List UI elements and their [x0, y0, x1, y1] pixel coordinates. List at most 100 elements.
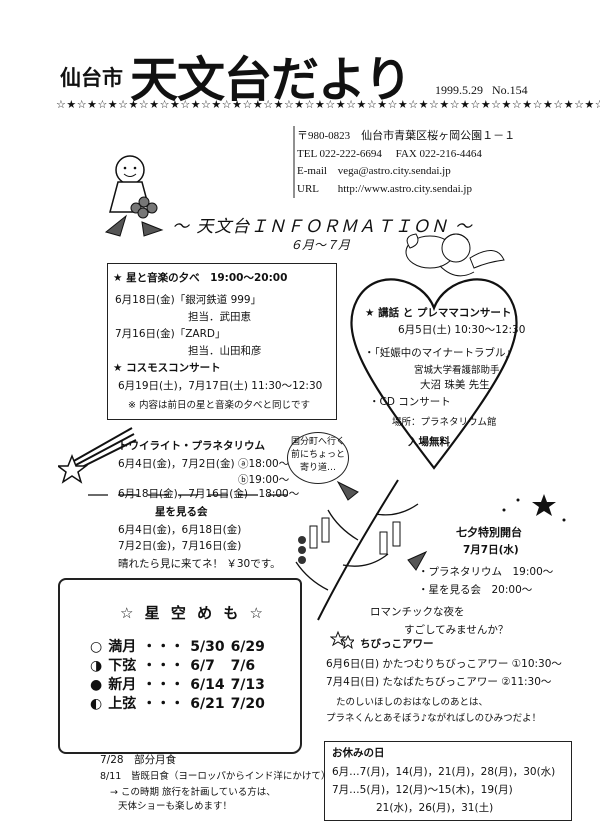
- star-music-box: [107, 263, 337, 420]
- email-address[interactable]: vega@astro.city.sendai.jp: [337, 165, 451, 177]
- moon-dots-cell: ・・・: [142, 677, 185, 693]
- holiday-july2: 21(水)，26(月)，31(土): [376, 802, 494, 814]
- moon-phase-row: ● 新月・・・ 6/14 7/13: [90, 676, 271, 695]
- masthead-title: 天文台だより: [130, 52, 412, 108]
- moon-name-cell: 新月: [108, 677, 137, 693]
- holiday-box: [324, 741, 572, 821]
- cupid-illustration: [405, 233, 505, 277]
- star-music-line1: 6月18日(金)「銀河鉄道 999」: [115, 294, 262, 306]
- moon-d2-cell: 7/20: [230, 696, 265, 712]
- star-doodle-icon: [330, 630, 354, 650]
- heart-item1-org: 宮城大学看護部助手: [414, 365, 500, 376]
- moon-dots-cell: ・・・: [142, 696, 185, 712]
- holiday-june: 6月…7(月)，14(月)，21(月)，28(月)，30(水): [332, 766, 556, 778]
- postal-address: 〒980-0823 仙台市青葉区桜ヶ岡公園１－１: [297, 130, 516, 142]
- heart-item1-lecturer: 大沼 珠美 先生: [420, 379, 490, 391]
- moon-d2-cell: 7/13: [230, 677, 265, 693]
- moon-name-cell: 満月: [108, 639, 137, 655]
- chibikko-heading: ちびっこアワー: [360, 638, 434, 650]
- holiday-july1: 7月…5(月)，12(月)～15(木)，19(月): [332, 784, 513, 796]
- chibikko-line1: 6月6日(日) かたつむりちびっこアワー ①10:30～: [326, 658, 562, 670]
- email-row: E-mail vega@astro.city.sendai.jp: [297, 163, 515, 181]
- moon-phase-row: ○ 満月・・・ 5/30 6/29: [90, 638, 271, 657]
- moon-name-cell: 下弦: [108, 658, 137, 674]
- hoshi-note: 晴れたら見に来てネ！ ￥30です。: [118, 558, 281, 570]
- phone-fax-row: TEL 022-222-6694 FAX 022-216-4464: [297, 146, 515, 164]
- moon-memo-scroll: [58, 578, 302, 754]
- chibikko-line4: プラネくんとあそぼう♪ながればしのひみつだよ！: [326, 713, 542, 724]
- twilight-divider: [88, 494, 288, 496]
- cosmos-note: ※ 内容は前日の星と音楽の夕べと同じです: [128, 400, 310, 411]
- issue-date: 1999.5.29: [435, 83, 483, 97]
- tel-label: TEL: [297, 147, 317, 160]
- contact-block: 〒980-0823 仙台市青葉区桜ヶ岡公園１－１ TEL 022-222-669…: [297, 128, 515, 198]
- heart-date: 6月5日(土) 10:30～12:30: [398, 324, 526, 336]
- moon-phase-row: ◐ 上弦・・・ 6/21 7/20: [90, 695, 271, 714]
- hoshi-dates1: 6月4日(金)，6月18日(金): [118, 524, 242, 536]
- information-months: ６月～７月: [290, 238, 351, 252]
- bubble-text: 国分町へ行く前にちょっと寄り道…: [290, 437, 345, 473]
- heart-heading: ★ 講話 と プレママコンサート: [365, 307, 512, 319]
- tel-number: 022-222-6694: [319, 147, 382, 160]
- masthead-city: 仙台市: [60, 66, 123, 90]
- moon-note-eclipse: 7/28 部分月食: [100, 754, 177, 766]
- tanabata-romance1: ロマンチックな夜を: [370, 606, 465, 618]
- moon-phase-row: ◑ 下弦・・・ 6/7 7/6: [90, 657, 271, 676]
- moon-note-show: 天体ショーも楽しめます！: [118, 801, 233, 812]
- twilight-heading: トワイライト・プラネタリウム: [118, 440, 265, 452]
- moon-dots-cell: ・・・: [142, 658, 185, 674]
- heart-frame: [350, 278, 518, 470]
- moon-d1-cell: 6/7: [190, 658, 215, 674]
- tanabata-date: 7月7日(水): [463, 544, 519, 556]
- tanabata-bamboo-illustration: [295, 479, 428, 621]
- issue-info: 1999.5.29 No.154: [435, 83, 528, 98]
- cosmos-heading: ★ コスモスコンサート: [113, 362, 221, 374]
- moon-dots-cell: ・・・: [142, 639, 185, 655]
- star-music-line2: 7月16日(金)「ZARD」: [115, 328, 226, 340]
- fax-label: FAX: [395, 147, 417, 160]
- tanabata-heading: 七夕特別開台: [456, 526, 522, 539]
- twilight-line1-b: ⓑ19:00～: [238, 474, 290, 486]
- moon-symbol-cell: ●: [90, 677, 103, 693]
- fax-number: 022-216-4464: [419, 147, 482, 160]
- moon-note-travel: → この時期 旅行を計画している方は、: [110, 787, 276, 798]
- tanabata-item2: ・星を見る会 20:00～: [418, 584, 533, 596]
- star-border: ☆★☆★☆★☆★☆★☆★☆★☆★☆★☆★☆★☆★☆★☆★☆★☆★☆★☆★☆★☆★…: [56, 98, 600, 111]
- moon-symbol-cell: ◑: [90, 658, 103, 674]
- website-url[interactable]: http://www.astro.city.sendai.jp: [337, 182, 472, 195]
- tanabata-item1: ・プラネタリウム 19:00～: [418, 566, 554, 578]
- email-label: E-mail: [297, 165, 327, 177]
- tanabata-romance2: すごしてみませんか？: [404, 624, 509, 636]
- moon-name-cell: 上弦: [108, 696, 137, 712]
- moon-symbol-cell: ◐: [90, 696, 103, 712]
- moon-note-solar-eclipse: 8/11 皆既日食（ヨーロッパからインド洋にかけて）: [100, 771, 331, 782]
- chibikko-line3: たのしいほしのおはなしのあとは、: [336, 697, 489, 708]
- twilight-line1: 6月4日(金)，7月2日(金) ⓐ18:00～: [118, 458, 290, 470]
- moon-d2-cell: 7/6: [230, 658, 256, 674]
- shooting-star-illustration: [58, 427, 137, 484]
- teru-teru-doll-illustration: [104, 155, 164, 237]
- information-title: ～ 天文台ＩＮＦＯＲＭＡＴＩＯＮ ～: [172, 217, 473, 237]
- chibikko-line2: 7月4日(日) たなばたちびっこアワー ②11:30～: [326, 676, 552, 688]
- url-row: URL http://www.astro.city.sendai.jp: [297, 181, 515, 199]
- moon-memo-title: ☆ 星 空 め も ☆: [120, 604, 267, 622]
- moon-d1-cell: 6/14: [190, 677, 225, 693]
- cosmos-dates: 6月19日(土)，7月17日(土) 11:30～12:30: [118, 380, 323, 392]
- url-label: URL: [297, 182, 319, 195]
- moon-d1-cell: 5/30: [190, 639, 225, 655]
- kokubuncho-bubble: 国分町へ行く前にちょっと寄り道…: [287, 432, 349, 484]
- moon-d1-cell: 6/21: [190, 696, 225, 712]
- star-music-line1-host: 担当．武田恵: [188, 311, 251, 323]
- hoshi-heading: 星を見る会: [155, 506, 208, 518]
- twilight-line2: 6月18日(金)，7月16日(金) 18:00～: [118, 488, 300, 500]
- moon-d2-cell: 6/29: [230, 639, 265, 655]
- heart-item1: ・「妊娠中のマイナートラブル」: [364, 347, 517, 359]
- holiday-heading: お休みの日: [332, 747, 385, 759]
- heart-free: 入場無料: [408, 436, 450, 448]
- heart-item2: ・CD コンサート: [369, 396, 451, 408]
- star-music-line2-host: 担当．山田和彦: [188, 345, 262, 357]
- small-stars-illustration: [502, 494, 566, 522]
- moon-symbol-cell: ○: [90, 639, 103, 655]
- contact-rule: [293, 126, 295, 198]
